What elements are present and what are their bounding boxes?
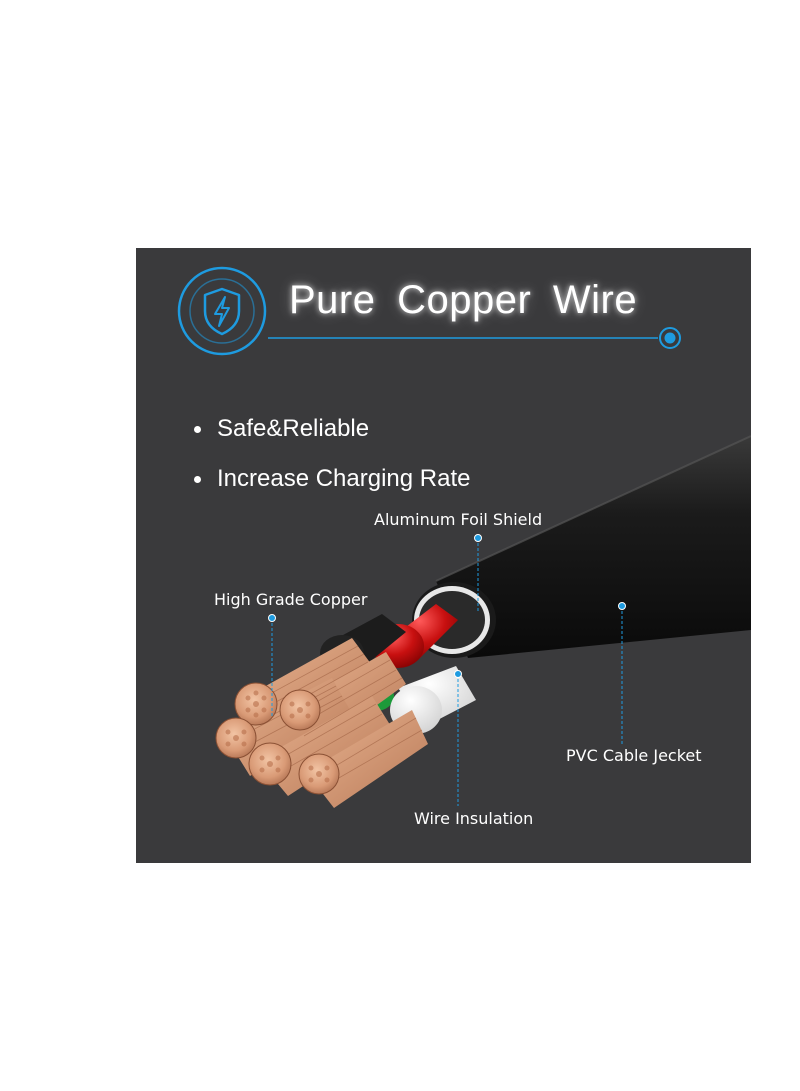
callout-high-grade-copper: High Grade Copper <box>214 590 368 609</box>
cable-cross-section-image <box>215 435 751 808</box>
bullet-icon <box>194 475 201 483</box>
feature-label: Safe&Reliable <box>217 415 370 442</box>
feature-item: Increase Charging Rate <box>194 454 470 504</box>
feature-label: Increase Charging Rate <box>217 465 471 492</box>
page-title: Pure Copper Wire <box>289 278 638 322</box>
callout-pvc-cable-jacket: PVC Cable Jecket <box>566 746 702 765</box>
callout-aluminum-foil-shield: Aluminum Foil Shield <box>374 510 543 529</box>
feature-list: Safe&Reliable Increase Charging Rate <box>194 404 470 504</box>
product-panel: Pure Copper Wire Safe&Reliable Increase … <box>136 248 751 863</box>
callout-wire-insulation: Wire Insulation <box>414 809 534 828</box>
bullet-icon <box>194 425 201 433</box>
shield-lightning-icon <box>177 266 267 356</box>
feature-item: Safe&Reliable <box>194 404 470 454</box>
header-divider <box>268 327 681 349</box>
